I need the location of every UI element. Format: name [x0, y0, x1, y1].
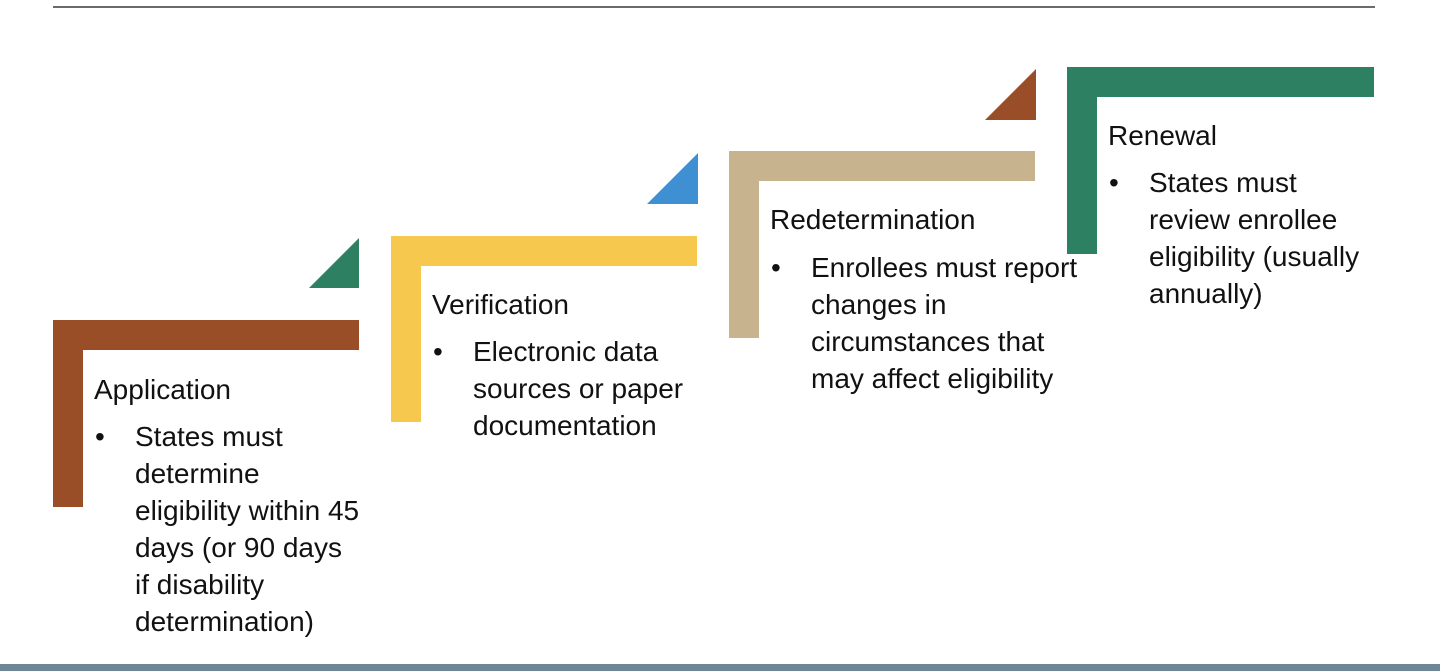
bullet-marker: • — [771, 252, 781, 283]
application-title: Application — [94, 374, 231, 405]
bullet-marker: • — [95, 421, 105, 452]
verification-corner-triangle — [647, 153, 698, 204]
redetermination-title: Redetermination — [770, 204, 976, 235]
renewal-bracket-top — [1067, 67, 1374, 97]
renewal-bullet: • States must review enrollee eligibilit… — [1109, 164, 1374, 312]
redetermination-corner-triangle — [985, 69, 1036, 120]
verification-bracket-side — [391, 236, 421, 422]
bullet-marker: • — [1109, 167, 1119, 198]
application-bracket-top — [53, 320, 359, 350]
redetermination-bracket-top — [729, 151, 1035, 181]
verification-bullet: • Electronic data sources or paper docum… — [433, 333, 693, 444]
application-bullet: • States must determine eligibility with… — [95, 418, 360, 640]
verification-bracket-top — [391, 236, 697, 266]
application-bullet-text: States must determine eligibility within… — [135, 421, 360, 637]
renewal-bracket-side — [1067, 67, 1097, 254]
bullet-marker: • — [433, 336, 443, 367]
verification-bullet-text: Electronic data sources or paper documen… — [473, 336, 684, 441]
application-bracket-side — [53, 320, 83, 507]
title-underline — [53, 6, 1375, 8]
verification-title: Verification — [432, 289, 569, 320]
redetermination-bullet: • Enrollees must report changes in circu… — [771, 249, 1081, 397]
application-corner-triangle — [309, 238, 359, 288]
redetermination-bracket-side — [729, 151, 759, 338]
slide-bottom-border — [0, 664, 1440, 671]
renewal-title: Renewal — [1108, 120, 1217, 151]
redetermination-bullet-text: Enrollees must report changes in circums… — [811, 252, 1078, 394]
renewal-bullet-text: States must review enrollee eligibility … — [1149, 167, 1360, 309]
